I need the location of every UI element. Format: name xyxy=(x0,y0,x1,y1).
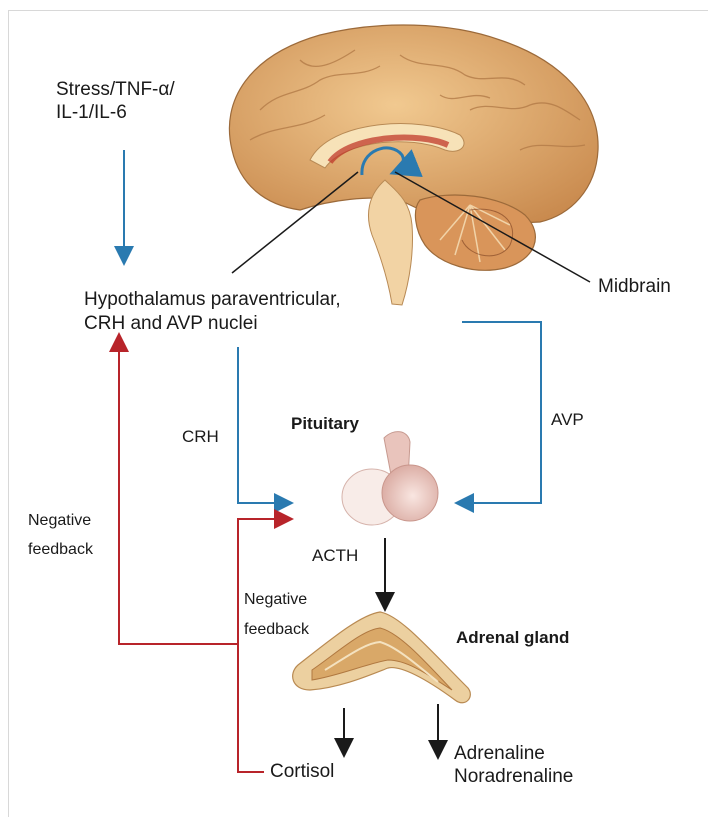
crh-arrow xyxy=(238,347,290,503)
hypothalamus-label-line1: Hypothalamus paraventricular, xyxy=(84,288,341,311)
adrenal-gland-illustration xyxy=(293,612,471,703)
avp-label: AVP xyxy=(551,410,584,431)
feedback-to-hypothalamus-arrow xyxy=(119,336,238,644)
cortisol-label: Cortisol xyxy=(270,760,334,783)
negative-feedback-outer-line2: feedback xyxy=(28,540,93,560)
crh-label: CRH xyxy=(182,427,219,448)
pituitary-illustration xyxy=(342,432,438,525)
avp-arrow xyxy=(458,322,541,503)
acth-label: ACTH xyxy=(312,546,358,567)
stimulus-label-line2: IL-1/IL-6 xyxy=(56,101,127,124)
midbrain-label: Midbrain xyxy=(598,275,671,298)
adrenaline-label: Adrenaline xyxy=(454,742,545,765)
negative-feedback-outer-line1: Negative xyxy=(28,511,91,531)
negative-feedback-inner-line2: feedback xyxy=(244,620,309,640)
brain-illustration xyxy=(229,25,598,305)
feedback-to-pituitary-arrow xyxy=(238,519,290,772)
pituitary-label: Pituitary xyxy=(291,414,359,435)
stimulus-label-line1: Stress/TNF-α/ xyxy=(56,78,175,101)
noradrenaline-label: Noradrenaline xyxy=(454,765,573,788)
hypothalamus-label-line2: CRH and AVP nuclei xyxy=(84,312,258,335)
adrenal-gland-label: Adrenal gland xyxy=(456,628,569,649)
negative-feedback-inner-line1: Negative xyxy=(244,590,307,610)
